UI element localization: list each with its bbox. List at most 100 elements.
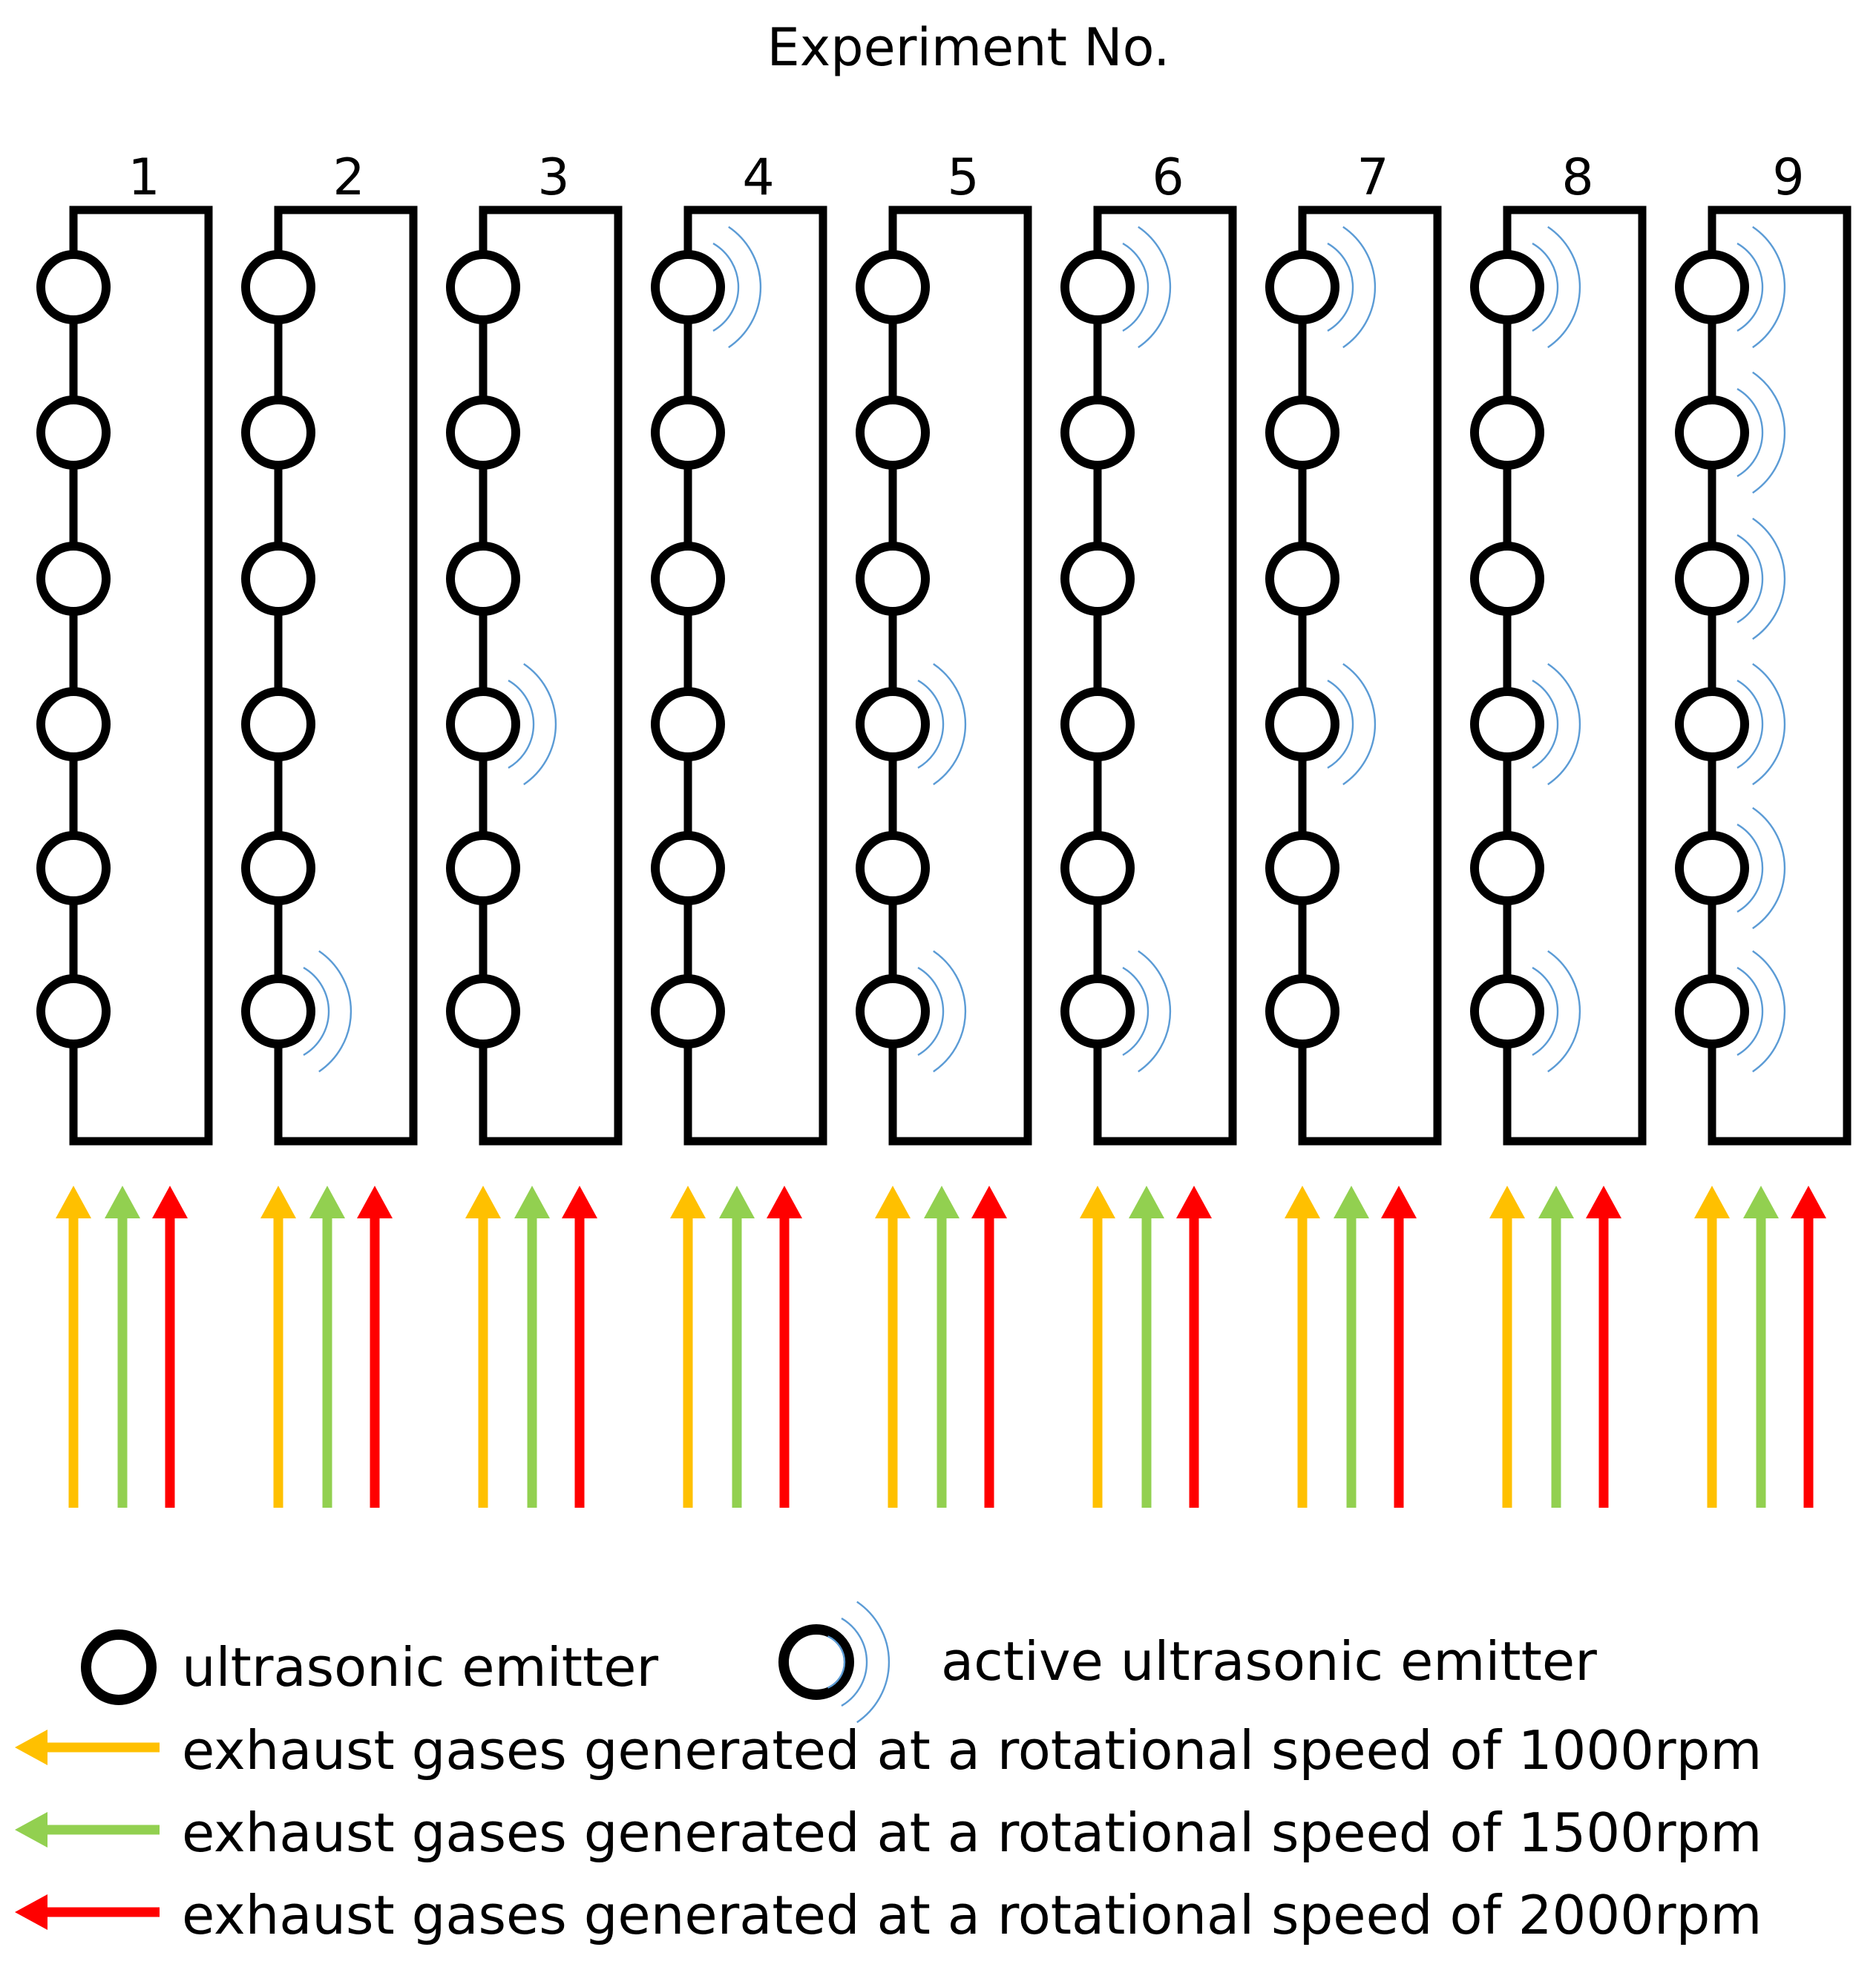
wave-arc <box>1752 663 1786 786</box>
wave-icon <box>827 1600 891 1724</box>
flow-arrow-1000-exp-1 <box>56 1186 91 1508</box>
active-emitter <box>1675 663 1786 786</box>
emitter-icon <box>446 250 520 324</box>
legend-active-emitter: active ultrasonic emitter <box>778 1600 1597 1724</box>
arrow-head <box>1080 1186 1115 1218</box>
emitter-icon <box>1265 542 1339 616</box>
arrow-head <box>1489 1186 1525 1218</box>
wave-arc <box>1547 663 1581 786</box>
active-emitter <box>1470 226 1581 349</box>
emitter <box>36 250 111 324</box>
emitter-icon <box>446 831 520 905</box>
wave-arc <box>303 967 330 1056</box>
arrow-head <box>1176 1186 1212 1218</box>
flue-duct <box>274 206 418 1146</box>
emitter-icon <box>446 395 520 470</box>
experiment-number: 7 <box>1357 148 1388 207</box>
emitter <box>36 395 111 470</box>
emitter-icon <box>241 395 315 470</box>
wave-arc <box>1547 226 1581 349</box>
emitter-icon <box>651 687 725 761</box>
emitter-icon <box>36 974 111 1048</box>
active-emitter <box>446 663 557 786</box>
arrow-head <box>767 1186 802 1218</box>
active-emitter <box>1060 226 1172 349</box>
wave-arc <box>1122 967 1149 1056</box>
flow-arrow-1500-exp-7 <box>1334 1186 1369 1508</box>
wave-arc <box>933 950 967 1073</box>
flow-arrow-1500-exp-4 <box>719 1186 755 1508</box>
experiment-2: 2 <box>241 148 418 1146</box>
flow-arrow-1500-exp-3 <box>514 1186 550 1508</box>
active-emitter-icon <box>1265 687 1339 761</box>
emitter-icon <box>651 831 725 905</box>
active-emitter-icon <box>856 687 930 761</box>
flow-arrow-2000-exp-8 <box>1586 1186 1621 1508</box>
active-emitter-icon <box>778 1624 854 1700</box>
arrow-head <box>15 1894 47 1930</box>
wave-arc <box>1122 243 1149 332</box>
diagram-title: Experiment No. <box>767 17 1170 78</box>
emitter-icon <box>1265 974 1339 1048</box>
arrow-head <box>1334 1186 1369 1218</box>
emitter-icon <box>241 687 315 761</box>
active-emitter-icon <box>1470 687 1544 761</box>
active-emitter <box>1675 371 1786 494</box>
arrow-head <box>465 1186 501 1218</box>
emitter <box>446 250 520 324</box>
flue-duct <box>683 206 827 1146</box>
wave-arc <box>1736 534 1764 623</box>
active-emitter-icon <box>1060 974 1135 1048</box>
arrow-head <box>562 1186 597 1218</box>
emitter <box>1265 542 1339 616</box>
legend-gas-1000-label: exhaust gases generated at a rotational … <box>182 1719 1762 1782</box>
experiment-7: 7 <box>1265 148 1442 1146</box>
wave-arc <box>1736 243 1764 332</box>
wave-arc <box>1532 243 1559 332</box>
flow-arrow-icon-1000 <box>15 1730 160 1765</box>
active-emitter-icon <box>651 250 725 324</box>
emitter <box>36 542 111 616</box>
experiment-1: 1 <box>36 148 213 1146</box>
emitter <box>1060 542 1135 616</box>
emitter-icon <box>1470 542 1544 616</box>
wave-arc <box>856 1600 891 1724</box>
flow-arrow-2000-exp-4 <box>767 1186 802 1508</box>
wave-arc <box>917 967 945 1056</box>
wave-arc <box>1342 663 1377 786</box>
emitter <box>241 542 315 616</box>
emitter-icon <box>651 542 725 616</box>
arrow-head <box>152 1186 188 1218</box>
flow-arrow-2000-exp-1 <box>152 1186 188 1508</box>
exhaust-gas-flows <box>56 1186 1826 1508</box>
arrow-head <box>924 1186 960 1218</box>
emitter <box>1060 831 1135 905</box>
arrow-head <box>1743 1186 1779 1218</box>
flow-arrow-2000-exp-3 <box>562 1186 597 1508</box>
flue-duct <box>69 206 213 1146</box>
flue-duct <box>479 206 623 1146</box>
active-emitter-icon <box>446 687 520 761</box>
wave-arc <box>1342 226 1377 349</box>
flow-arrow-1000-exp-4 <box>670 1186 706 1508</box>
flow-arrow-2000-exp-9 <box>1791 1186 1826 1508</box>
wave-arc <box>1547 950 1581 1073</box>
flow-arrow-1000-exp-8 <box>1489 1186 1525 1508</box>
emitter-icon <box>1060 395 1135 470</box>
arrow-head <box>1694 1186 1730 1218</box>
active-emitter <box>1470 663 1581 786</box>
arrow-head <box>1586 1186 1621 1218</box>
active-emitter-icon <box>1675 974 1749 1048</box>
active-emitter <box>856 950 967 1073</box>
experiment-number: 3 <box>537 148 569 207</box>
experiment-9: 9 <box>1675 148 1852 1146</box>
active-emitter <box>1675 226 1786 349</box>
arrow-head <box>1285 1186 1320 1218</box>
arrow-head <box>971 1186 1007 1218</box>
flow-arrow-1500-exp-5 <box>924 1186 960 1508</box>
active-emitter-icon <box>1470 974 1544 1048</box>
legend-gas-1500: exhaust gases generated at a rotational … <box>15 1802 1762 1864</box>
arrow-head <box>514 1186 550 1218</box>
emitter <box>651 542 725 616</box>
wave-arc <box>1736 967 1764 1056</box>
